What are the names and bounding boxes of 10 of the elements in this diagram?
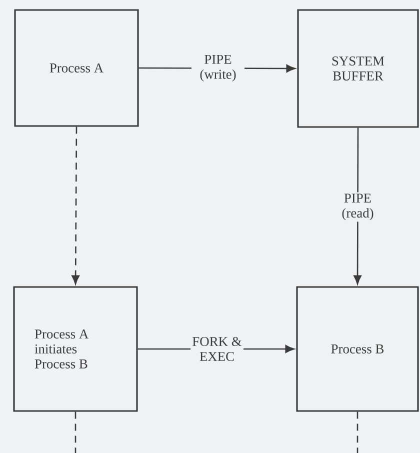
process-box: Process A: [14, 9, 139, 127]
process-box: Process B: [296, 286, 419, 412]
edge-label: PIPE (read): [331, 192, 384, 222]
connector-line: [356, 412, 358, 453]
process-box: SYSTEM BUFFER: [297, 9, 419, 128]
edge-label: FORK & EXEC: [190, 336, 244, 362]
edge-label: PIPE (write): [192, 53, 244, 84]
connector-line: [74, 412, 76, 453]
arrow: [72, 126, 80, 284]
process-box: Process A initiates Process B: [13, 286, 138, 412]
